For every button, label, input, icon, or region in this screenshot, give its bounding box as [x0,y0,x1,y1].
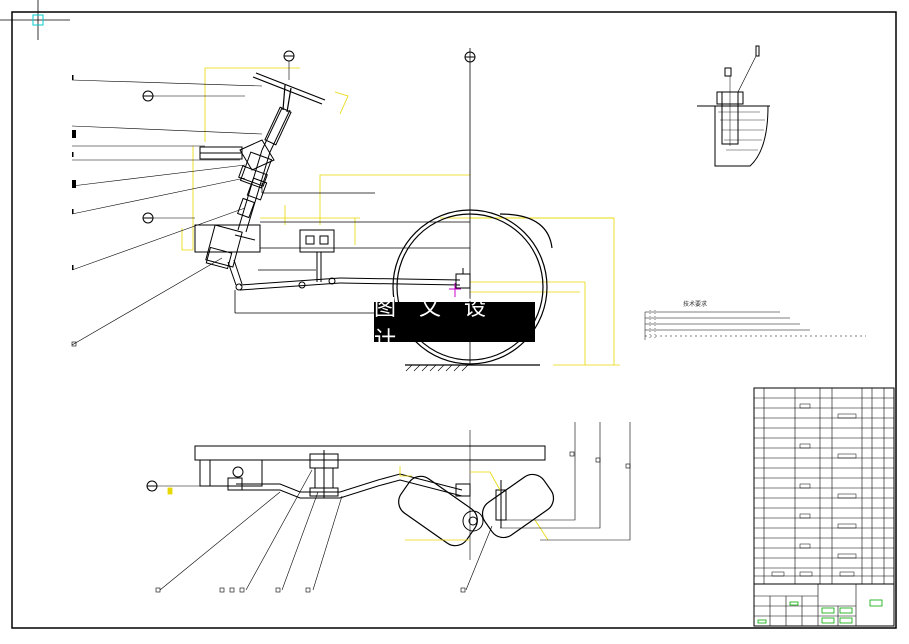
knuckle-arm [455,268,471,289]
shock-absorber-plan [309,450,339,498]
parts-list-cell-marks [771,403,857,577]
dimension-lines-lower [167,466,549,541]
datum-symbol-lower [146,480,200,492]
frame-rail [234,183,470,314]
datum-symbol-top [464,51,476,63]
wheel-hub-plan [462,430,484,560]
part-number-marks-upper [71,75,77,347]
front-axle-plan [227,466,463,499]
technical-requirements-title: 技术要求 [683,301,708,308]
pitman-arm [227,259,243,291]
steering-column [237,106,292,233]
steering-wheel [252,72,326,113]
datum-symbol-steering [283,50,295,80]
parts-list-table [753,387,895,585]
wheel-plan-right [481,473,555,539]
bolt-detail-view [697,45,770,167]
front-wheel-side [392,209,553,366]
datum-symbol-left-2 [142,212,195,224]
title-block-green-marks [757,599,883,624]
plan-view-assembly [146,422,631,593]
center-marker-magenta [449,283,461,297]
drag-link [239,277,461,291]
steering-gear [194,224,261,270]
part-number-marks-lower [155,587,466,593]
side-view-assembly [71,48,620,372]
dimension-lines-upper [181,67,620,366]
steering-bracket [299,229,335,282]
ground-hatch [405,364,469,372]
wheel-plan-left [398,475,478,547]
title-block [753,583,895,627]
drawing-border [11,11,897,629]
corner-marker [0,0,70,40]
watermark-label: 图 文 设 计 [374,296,535,353]
dimension-lines-right [500,422,631,541]
technical-requirements [644,310,866,340]
frame-rail-plan [194,445,546,487]
datum-symbol-left-1 [142,90,245,102]
leader-lines-upper [71,79,263,346]
leader-lines-lower [159,469,493,591]
universal-joint-upper [236,177,268,219]
